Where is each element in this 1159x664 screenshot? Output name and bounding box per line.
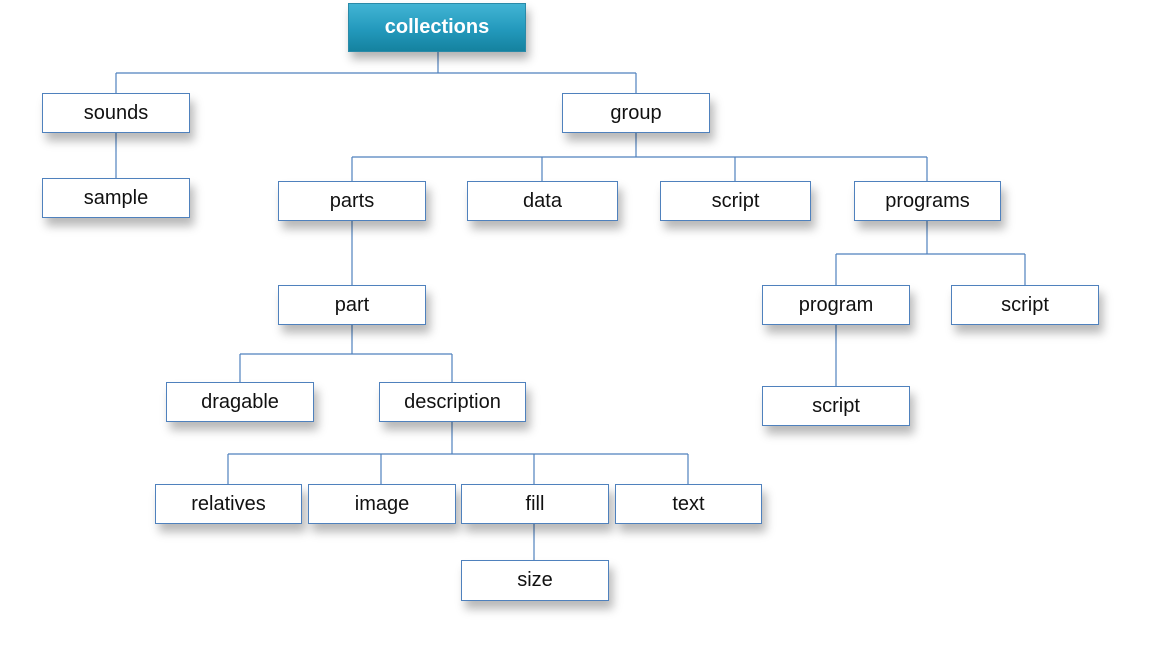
node-size: size [461,560,609,601]
node-program: program [762,285,910,325]
connector-programs [835,221,1026,285]
node-programs: programs [854,181,1001,221]
connector-description [227,422,689,484]
node-image: image [308,484,456,524]
root-node-collections: collections [348,3,526,52]
node-text: text [615,484,762,524]
node-description: description [379,382,526,422]
connector-root [115,52,637,93]
connector-part [239,325,453,382]
node-script-programs: script [951,285,1099,325]
node-data: data [467,181,618,221]
node-group: group [562,93,710,133]
node-part: part [278,285,426,325]
node-dragable: dragable [166,382,314,422]
node-fill: fill [461,484,609,524]
node-parts: parts [278,181,426,221]
node-script-group: script [660,181,811,221]
node-sounds: sounds [42,93,190,133]
node-script-program: script [762,386,910,426]
node-relatives: relatives [155,484,302,524]
connector-group [351,133,928,181]
node-sample: sample [42,178,190,218]
